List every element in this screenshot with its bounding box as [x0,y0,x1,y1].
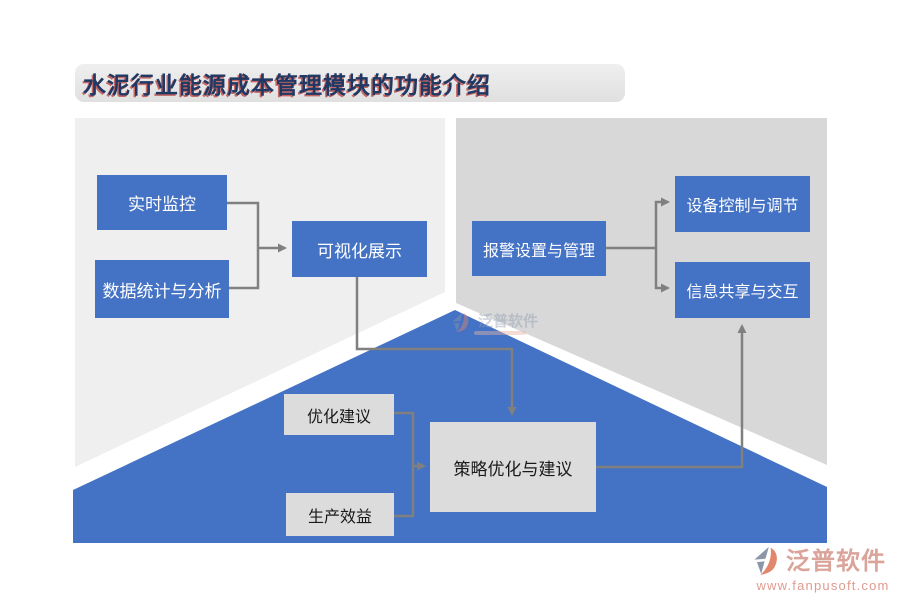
node-alarm-management: 报警设置与管理 [472,221,606,276]
node-device-control: 设备控制与调节 [675,176,810,232]
node-strategy-optimization: 策略优化与建议 [430,422,596,512]
node-realtime-monitoring: 实时监控 [97,175,227,230]
node-visualization: 可视化展示 [292,221,427,277]
node-production-benefit: 生产效益 [286,493,394,536]
connector-visualization-to-strategy [355,277,517,416]
connector-arrow-into-infosharing [654,248,670,293]
connector-arrow-into-device-control [654,197,670,248]
connector-advice-benefit-junction [394,411,415,518]
connector-monitoring-to-visualization [227,201,260,290]
node-optimization-advice: 优化建议 [284,394,394,435]
node-info-sharing: 信息共享与交互 [675,262,810,318]
page-title: 水泥行业能源成本管理模块的功能介绍 [83,72,491,98]
title-bar: 水泥行业能源成本管理模块的功能介绍 [75,64,625,102]
node-data-statistics: 数据统计与分析 [95,260,229,318]
brand-logo: 泛普软件 www.fanpusoft.com [750,546,900,593]
brand-name: 泛普软件 [786,548,886,575]
brand-url: www.fanpusoft.com [756,578,890,593]
brand-logo-icon [754,546,777,575]
connector-strategy-to-infosharing [596,324,747,469]
